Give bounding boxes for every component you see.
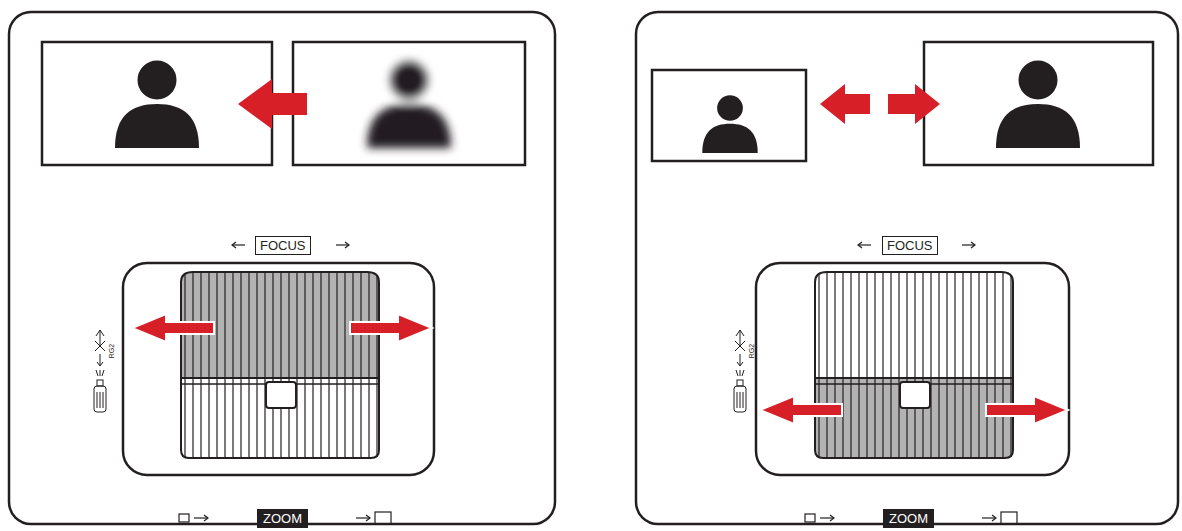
part-label: RG2 [108, 344, 116, 358]
node-text: FOCUS [260, 238, 306, 253]
node-text: ZOOM [263, 511, 302, 526]
node-text: FOCUS [887, 238, 933, 253]
focus-label-box: FOCUS [255, 236, 311, 255]
node-text: ZOOM [889, 511, 928, 526]
zoom-label-box: ZOOM [883, 509, 934, 528]
zoom-label-box: ZOOM [257, 509, 308, 528]
focus-label-box: FOCUS [882, 236, 938, 255]
part-label: RG2 [748, 344, 756, 358]
